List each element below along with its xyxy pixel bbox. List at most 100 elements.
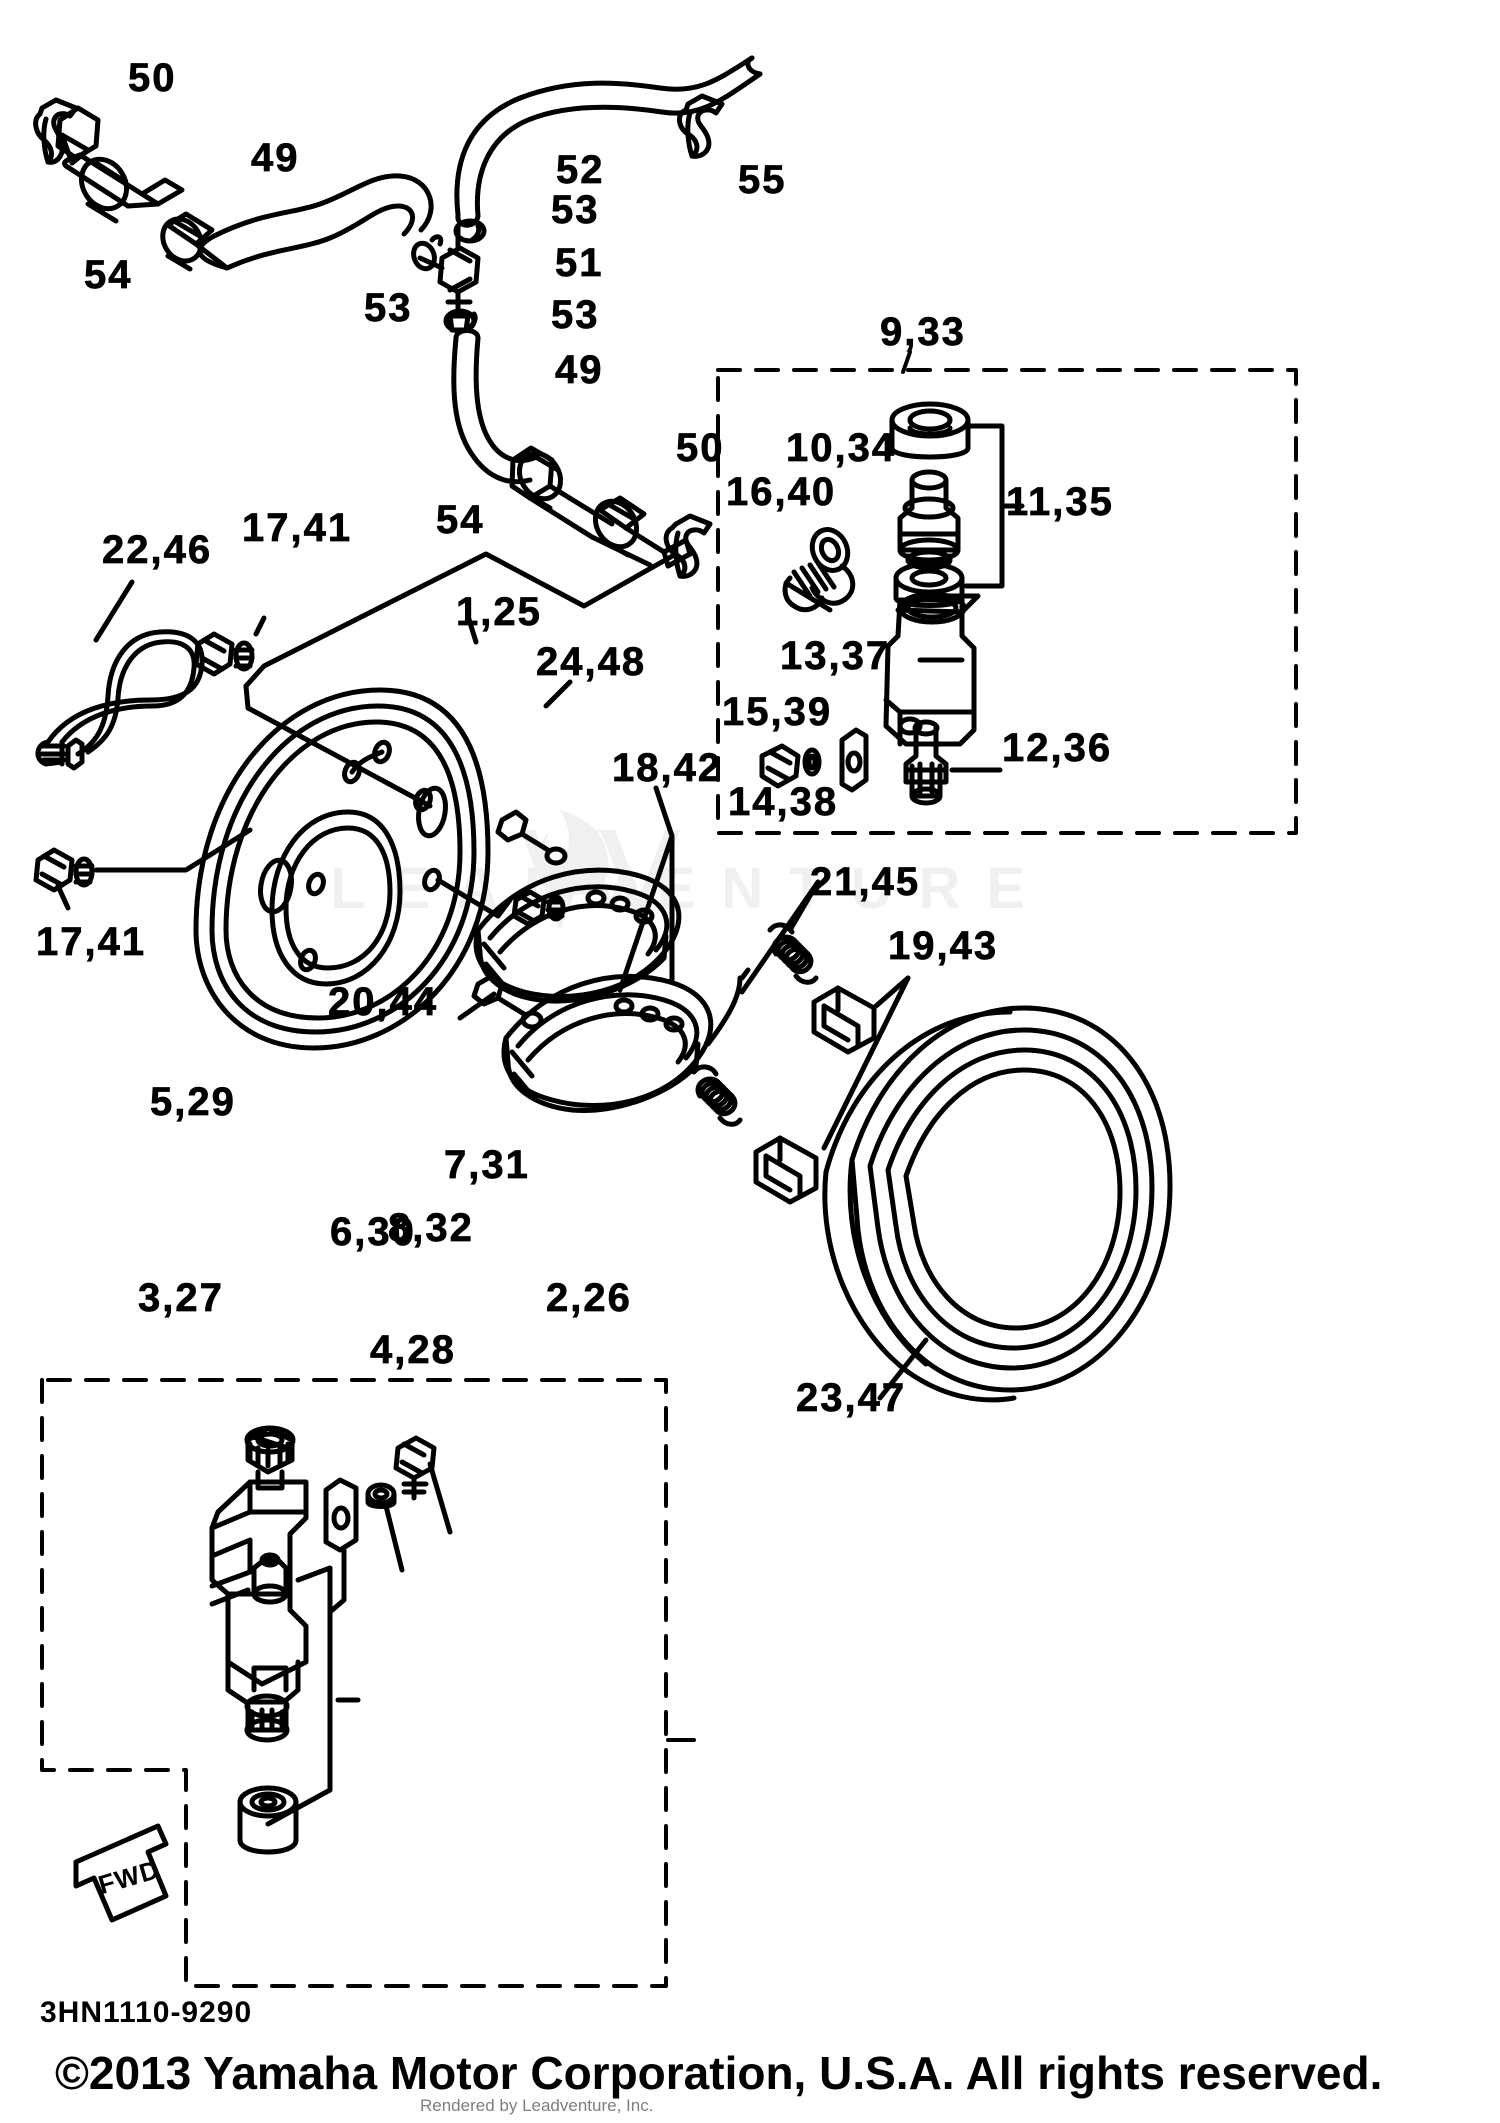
callout-13-37: 13,37 bbox=[780, 634, 891, 678]
callout-11-35: 11,35 bbox=[1006, 480, 1114, 524]
leader-24-48 bbox=[543, 679, 573, 709]
callout-7-31: 7,31 bbox=[444, 1143, 530, 1187]
brake-shoe-upper-18-42 bbox=[473, 867, 682, 1004]
bolt-17-41-lower bbox=[33, 847, 95, 893]
leader-21-45-b bbox=[739, 879, 821, 995]
callout-17-41-lower: 17,41 bbox=[36, 920, 147, 964]
bolt-17-41-upper bbox=[193, 631, 255, 677]
diagram-part-number: 3HN1110-9290 bbox=[40, 1996, 253, 2029]
callout-6-30: 6,30 bbox=[330, 1210, 416, 1254]
bracket-3-27 bbox=[295, 1565, 333, 1643]
callout-50-lower: 50 bbox=[676, 426, 725, 470]
callout-5-29: 5,29 bbox=[150, 1080, 236, 1124]
brake-shoe-lower-18-42 bbox=[501, 973, 714, 1114]
callout-51: 51 bbox=[555, 241, 604, 285]
hose-22-46 bbox=[35, 629, 205, 771]
fitting-54-lower bbox=[509, 445, 693, 569]
clip-19-43-lower bbox=[753, 1135, 819, 1205]
callout-14-38: 14,38 bbox=[728, 780, 839, 824]
callout-8-32: 8,32 bbox=[388, 1206, 474, 1250]
clip-19-43-upper bbox=[811, 985, 877, 1055]
leader-17-41-lower bbox=[55, 883, 71, 911]
leader-9-33 bbox=[901, 350, 912, 374]
plate-15-39 bbox=[839, 727, 869, 793]
anchor-pin-20-44-upper bbox=[495, 809, 568, 866]
anchor-pin-20-44-lower bbox=[471, 973, 544, 1030]
bolt-7-31 bbox=[393, 1435, 437, 1501]
callout-53-upper: 53 bbox=[551, 188, 600, 232]
leader-23-47 bbox=[877, 1337, 929, 1401]
dashed-box-master-cylinder-left bbox=[40, 1378, 668, 1988]
leader-8-32 bbox=[383, 1503, 405, 1573]
spring-21-45-upper bbox=[767, 922, 819, 985]
bracket-11-35 bbox=[963, 423, 1005, 589]
callout-16-40: 16,40 bbox=[726, 470, 837, 514]
callout-50-upper: 50 bbox=[128, 56, 177, 100]
callout-10-34: 10,34 bbox=[786, 426, 897, 470]
copyright-notice: ©2013 Yamaha Motor Corporation, U.S.A. A… bbox=[55, 2047, 1383, 2099]
callout-9-33: 9,33 bbox=[880, 310, 966, 354]
washer-8-32 bbox=[365, 1482, 397, 1509]
master-cylinder-body-13-37 bbox=[883, 591, 981, 747]
leader-19-43-b bbox=[821, 975, 911, 1151]
leader-3-27 bbox=[209, 1587, 251, 1607]
callout-2-26: 2,26 bbox=[546, 1276, 632, 1320]
spring-wire-21-45 bbox=[705, 975, 743, 1047]
leader-19-43-a bbox=[873, 975, 911, 1009]
screw-14-38 bbox=[759, 743, 822, 789]
fwd-arrow bbox=[73, 1823, 169, 1923]
clip-55 bbox=[677, 93, 725, 159]
bracket-1-25-lower bbox=[243, 683, 433, 809]
callout-54-upper: 54 bbox=[84, 253, 133, 297]
hose-52 bbox=[454, 55, 763, 228]
callout-54-lower: 54 bbox=[436, 498, 485, 542]
callout-21-45: 21,45 bbox=[810, 860, 921, 904]
callout-3-27: 3,27 bbox=[138, 1276, 224, 1320]
callout-55: 55 bbox=[738, 158, 787, 202]
piston-10-34 bbox=[897, 469, 961, 571]
fitting-54-left bbox=[55, 105, 230, 272]
callout-22-46: 22,46 bbox=[102, 528, 213, 572]
brake-drum-23-47 bbox=[822, 1005, 1173, 1403]
spring-21-45-lower bbox=[691, 1064, 743, 1127]
leader-22-46 bbox=[93, 579, 135, 643]
cup-ring-upper bbox=[889, 401, 971, 460]
callout-24-48: 24,48 bbox=[536, 640, 647, 684]
callout-49-lower: 49 bbox=[555, 348, 604, 392]
callout-18-42: 18,42 bbox=[612, 746, 723, 790]
piston-3-27 bbox=[251, 1552, 289, 1605]
o-ring-53-upper bbox=[453, 218, 487, 244]
bushing-bottom bbox=[237, 1785, 299, 1855]
hose-49-upper bbox=[197, 173, 434, 271]
leader-5-29 bbox=[247, 1433, 291, 1451]
clip-50-upper-left bbox=[33, 97, 79, 165]
rendered-by-notice: Rendered by Leadventure, Inc. bbox=[420, 2096, 654, 2115]
leader-7-31 bbox=[427, 1461, 453, 1535]
bracket-17-41-lower bbox=[93, 827, 253, 873]
callout-17-41-upper: 17,41 bbox=[242, 506, 353, 550]
leader-18-42-b bbox=[617, 833, 675, 993]
leader-20-44 bbox=[457, 991, 497, 1021]
bracket-24-48 bbox=[435, 877, 513, 919]
callout-19-43: 19,43 bbox=[888, 924, 999, 968]
leader-17-41-upper bbox=[253, 615, 267, 637]
bleed-screw-12-36 bbox=[903, 719, 949, 806]
dashed-box-master-cylinder-right bbox=[716, 368, 1298, 835]
bracket-1-25-upper bbox=[243, 551, 679, 689]
reservoir-cap-5-29 bbox=[244, 1425, 296, 1491]
callout-49-upper: 49 bbox=[251, 136, 300, 180]
leader-6-30 bbox=[327, 1547, 347, 1615]
banjo-fitting-16-40 bbox=[782, 527, 856, 613]
joint-51 bbox=[411, 223, 481, 333]
plate-6-30 bbox=[323, 1477, 359, 1553]
master-cylinder-left-body bbox=[209, 1479, 309, 1743]
leader-1-25 bbox=[465, 613, 479, 645]
brake-backing-plate-1-25 bbox=[193, 687, 491, 1051]
callout-12-36: 12,36 bbox=[1002, 726, 1113, 770]
callout-53-left: 53 bbox=[364, 286, 413, 330]
callout-4-28: 4,28 bbox=[370, 1328, 456, 1372]
callout-53-lower: 53 bbox=[551, 293, 600, 337]
callout-52: 52 bbox=[556, 148, 605, 192]
